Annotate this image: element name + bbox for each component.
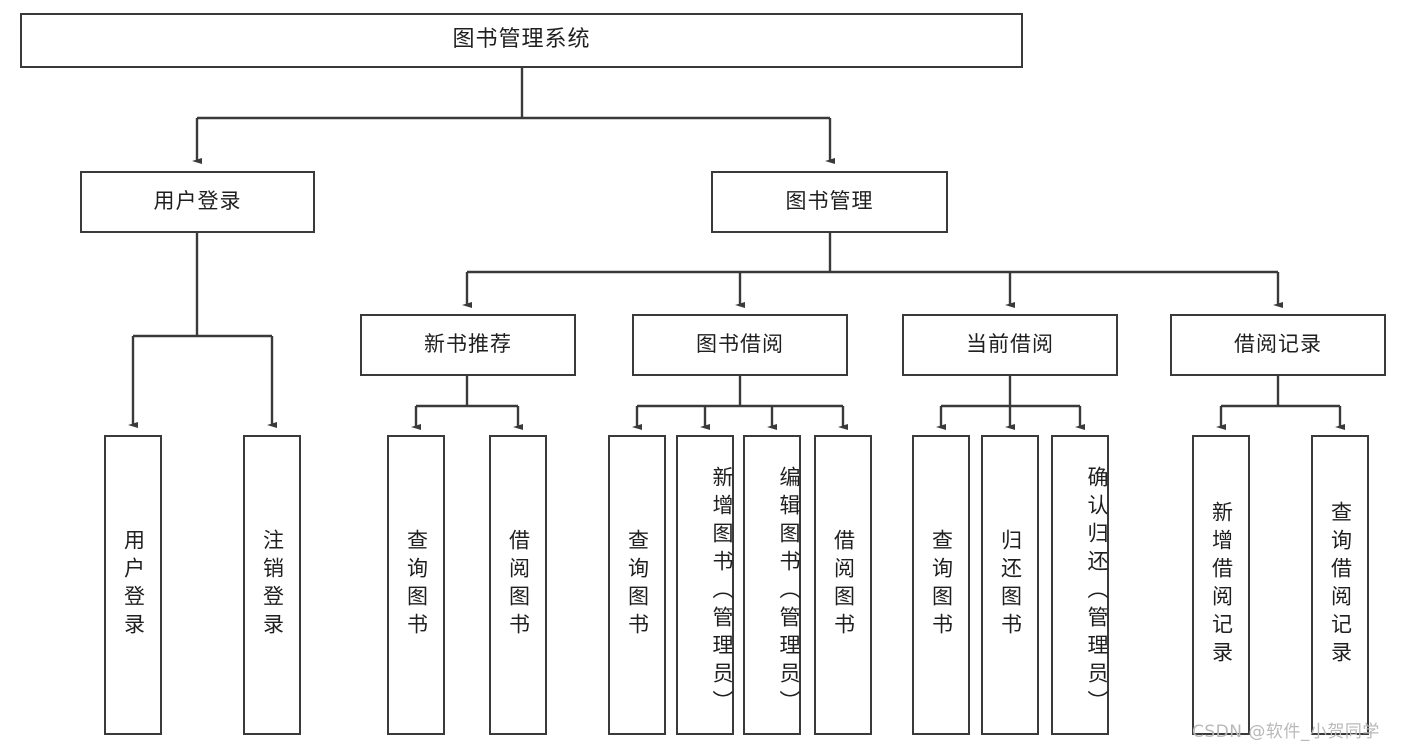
node-label: 借阅图书 [831,529,856,641]
leaf-borrow-borrow-book[interactable]: 借阅图书 [814,435,872,735]
node-label: 用户登录 [153,189,242,214]
node-current-borrow[interactable]: 当前借阅 [902,314,1118,376]
node-label: 借阅记录 [1234,332,1322,357]
leaf-current-return-book[interactable]: 归还图书 [981,435,1039,735]
node-book-borrow[interactable]: 图书借阅 [632,314,848,376]
node-label: 查询图书 [929,529,954,641]
leaf-record-query-record[interactable]: 查询借阅记录 [1311,435,1369,735]
node-label: 归还图书 [998,529,1023,641]
node-borrow-record[interactable]: 借阅记录 [1170,314,1386,376]
node-label: 图书管理 [785,189,874,214]
leaf-record-add-record[interactable]: 新增借阅记录 [1192,435,1250,735]
leaf-user-login-login[interactable]: 用户登录 [104,435,162,735]
node-book-management[interactable]: 图书管理 [711,171,948,233]
node-label: 查询借阅记录 [1328,501,1353,669]
node-new-book-recommend[interactable]: 新书推荐 [360,314,576,376]
node-label: 编辑图书（管理员） [777,466,801,718]
node-label: 用户登录 [121,529,146,641]
watermark-text: CSDN @软件_小贺同学 [1192,722,1380,742]
node-label: 当前借阅 [966,332,1054,357]
node-label: 图书借阅 [696,332,784,357]
node-label: 注销登录 [260,529,285,641]
node-label: 新增借阅记录 [1209,501,1234,669]
node-user-login[interactable]: 用户登录 [80,171,315,233]
node-label: 新增图书（管理员） [710,466,734,718]
node-label: 查询图书 [404,529,429,641]
node-label: 查询图书 [625,529,650,641]
leaf-borrow-add-book-admin[interactable]: 新增图书（管理员） [676,435,734,735]
leaf-recommend-borrow-book[interactable]: 借阅图书 [489,435,547,735]
node-label: 借阅图书 [506,529,531,641]
leaf-user-login-logout[interactable]: 注销登录 [243,435,301,735]
leaf-current-query-book[interactable]: 查询图书 [912,435,970,735]
node-label: 确认归还（管理员） [1085,466,1109,718]
leaf-current-confirm-return-admin[interactable]: 确认归还（管理员） [1051,435,1109,735]
node-label: 新书推荐 [424,332,512,357]
leaf-recommend-query-book[interactable]: 查询图书 [387,435,445,735]
leaf-borrow-edit-book-admin[interactable]: 编辑图书（管理员） [743,435,801,735]
leaf-borrow-query-book[interactable]: 查询图书 [608,435,666,735]
node-root-system[interactable]: 图书管理系统 [20,13,1023,68]
node-label: 图书管理系统 [452,27,591,53]
